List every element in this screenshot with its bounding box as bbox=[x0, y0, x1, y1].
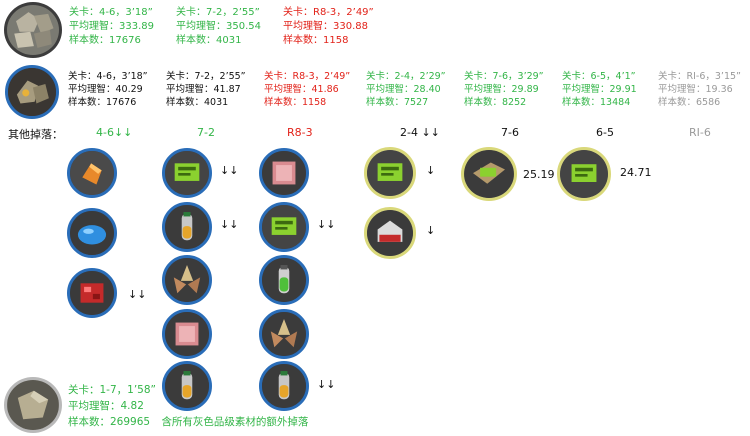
column-header-r8-3: R8-3 bbox=[287, 126, 313, 139]
crystal-shards-icon bbox=[162, 255, 212, 305]
mid-stage-block-3: 关卡：R8-3，2’49” 平均理智：41.86 样本数：1158 bbox=[264, 71, 351, 108]
top-stage-block-2: 关卡：7-2，2’55” 平均理智：350.54 样本数：4031 bbox=[176, 7, 261, 46]
drop-mark-r8-3-5: ↓↓ bbox=[317, 378, 336, 391]
pink-block-icon bbox=[259, 148, 309, 198]
other-drops-label: 其他掉落： bbox=[8, 128, 63, 141]
drop-mark-4-6-3: ↓↓ bbox=[128, 288, 147, 301]
mid-stage-block-2: 关卡：7-2，2’55” 平均理智：41.87 样本数：4031 bbox=[166, 71, 246, 108]
green-pack-icon bbox=[461, 147, 517, 201]
green-chip-icon bbox=[259, 202, 309, 252]
column-header-4-6: 4-6↓↓ bbox=[96, 126, 133, 139]
top-stage-block-1: 关卡：4-6，3’18” 平均理智：333.89 样本数：17676 bbox=[69, 7, 154, 46]
top-stage-block-3: 关卡：R8-3，2’49” 平均理智：330.88 样本数：1158 bbox=[283, 7, 374, 46]
crystal-shards-icon bbox=[259, 309, 309, 359]
drop-mark-2-4-1: ↓ bbox=[426, 164, 436, 177]
vial-icon bbox=[162, 202, 212, 252]
green-chip-icon bbox=[557, 147, 611, 201]
drop-value-6-5: 24.71 bbox=[620, 166, 652, 179]
column-header-7-2: 7-2 bbox=[197, 126, 215, 139]
red-device-icon bbox=[67, 268, 117, 318]
stone-device-icon bbox=[5, 65, 59, 119]
drop-mark-r8-3-2: ↓↓ bbox=[317, 218, 336, 231]
mid-stage-block-6: 关卡：6-5，4’1” 平均理智：29.91 样本数：13484 bbox=[562, 71, 637, 108]
drop-mark-7-2-1: ↓↓ bbox=[220, 164, 239, 177]
red-box-icon bbox=[364, 207, 416, 259]
bottom-stage-info: 关卡：1-7，1’58” 平均理智：4.82 样本数：269965 含所有灰色品… bbox=[68, 384, 309, 428]
green-chip-icon bbox=[364, 147, 416, 199]
blue-gel-icon bbox=[67, 208, 117, 258]
mid-stage-block-7: 关卡：RI-6，3’15” 平均理智：19.36 样本数：6586 bbox=[658, 71, 741, 108]
vial-icon bbox=[259, 361, 309, 411]
vial-icon bbox=[162, 361, 212, 411]
column-header-7-6: 7-6 bbox=[501, 126, 519, 139]
pink-block-icon bbox=[162, 309, 212, 359]
rock-aggregate-icon bbox=[4, 2, 62, 58]
drop-mark-7-2-2: ↓↓ bbox=[220, 218, 239, 231]
bottom-note: 含所有灰色品级素材的额外掉落 bbox=[161, 416, 309, 428]
drop-mark-2-4-2: ↓ bbox=[426, 224, 436, 237]
column-header-2-4: 2-4 ↓↓ bbox=[400, 126, 440, 139]
orange-crystal-icon bbox=[67, 148, 117, 198]
column-header-6-5: 6-5 bbox=[596, 126, 614, 139]
mid-stage-block-1: 关卡：4-6，3’18” 平均理智：40.29 样本数：17676 bbox=[68, 71, 148, 108]
column-header-ri-6: RI-6 bbox=[689, 126, 711, 139]
green-chip-icon bbox=[162, 148, 212, 198]
mid-stage-block-5: 关卡：7-6，3’29” 平均理智：29.89 样本数：8252 bbox=[464, 71, 544, 108]
drop-value-7-6: 25.19 bbox=[523, 168, 555, 181]
green-vial-icon bbox=[259, 255, 309, 305]
mid-stage-block-4: 关卡：2-4，2’29” 平均理智：28.40 样本数：7527 bbox=[366, 71, 446, 108]
rock-chunk-icon bbox=[4, 377, 62, 433]
